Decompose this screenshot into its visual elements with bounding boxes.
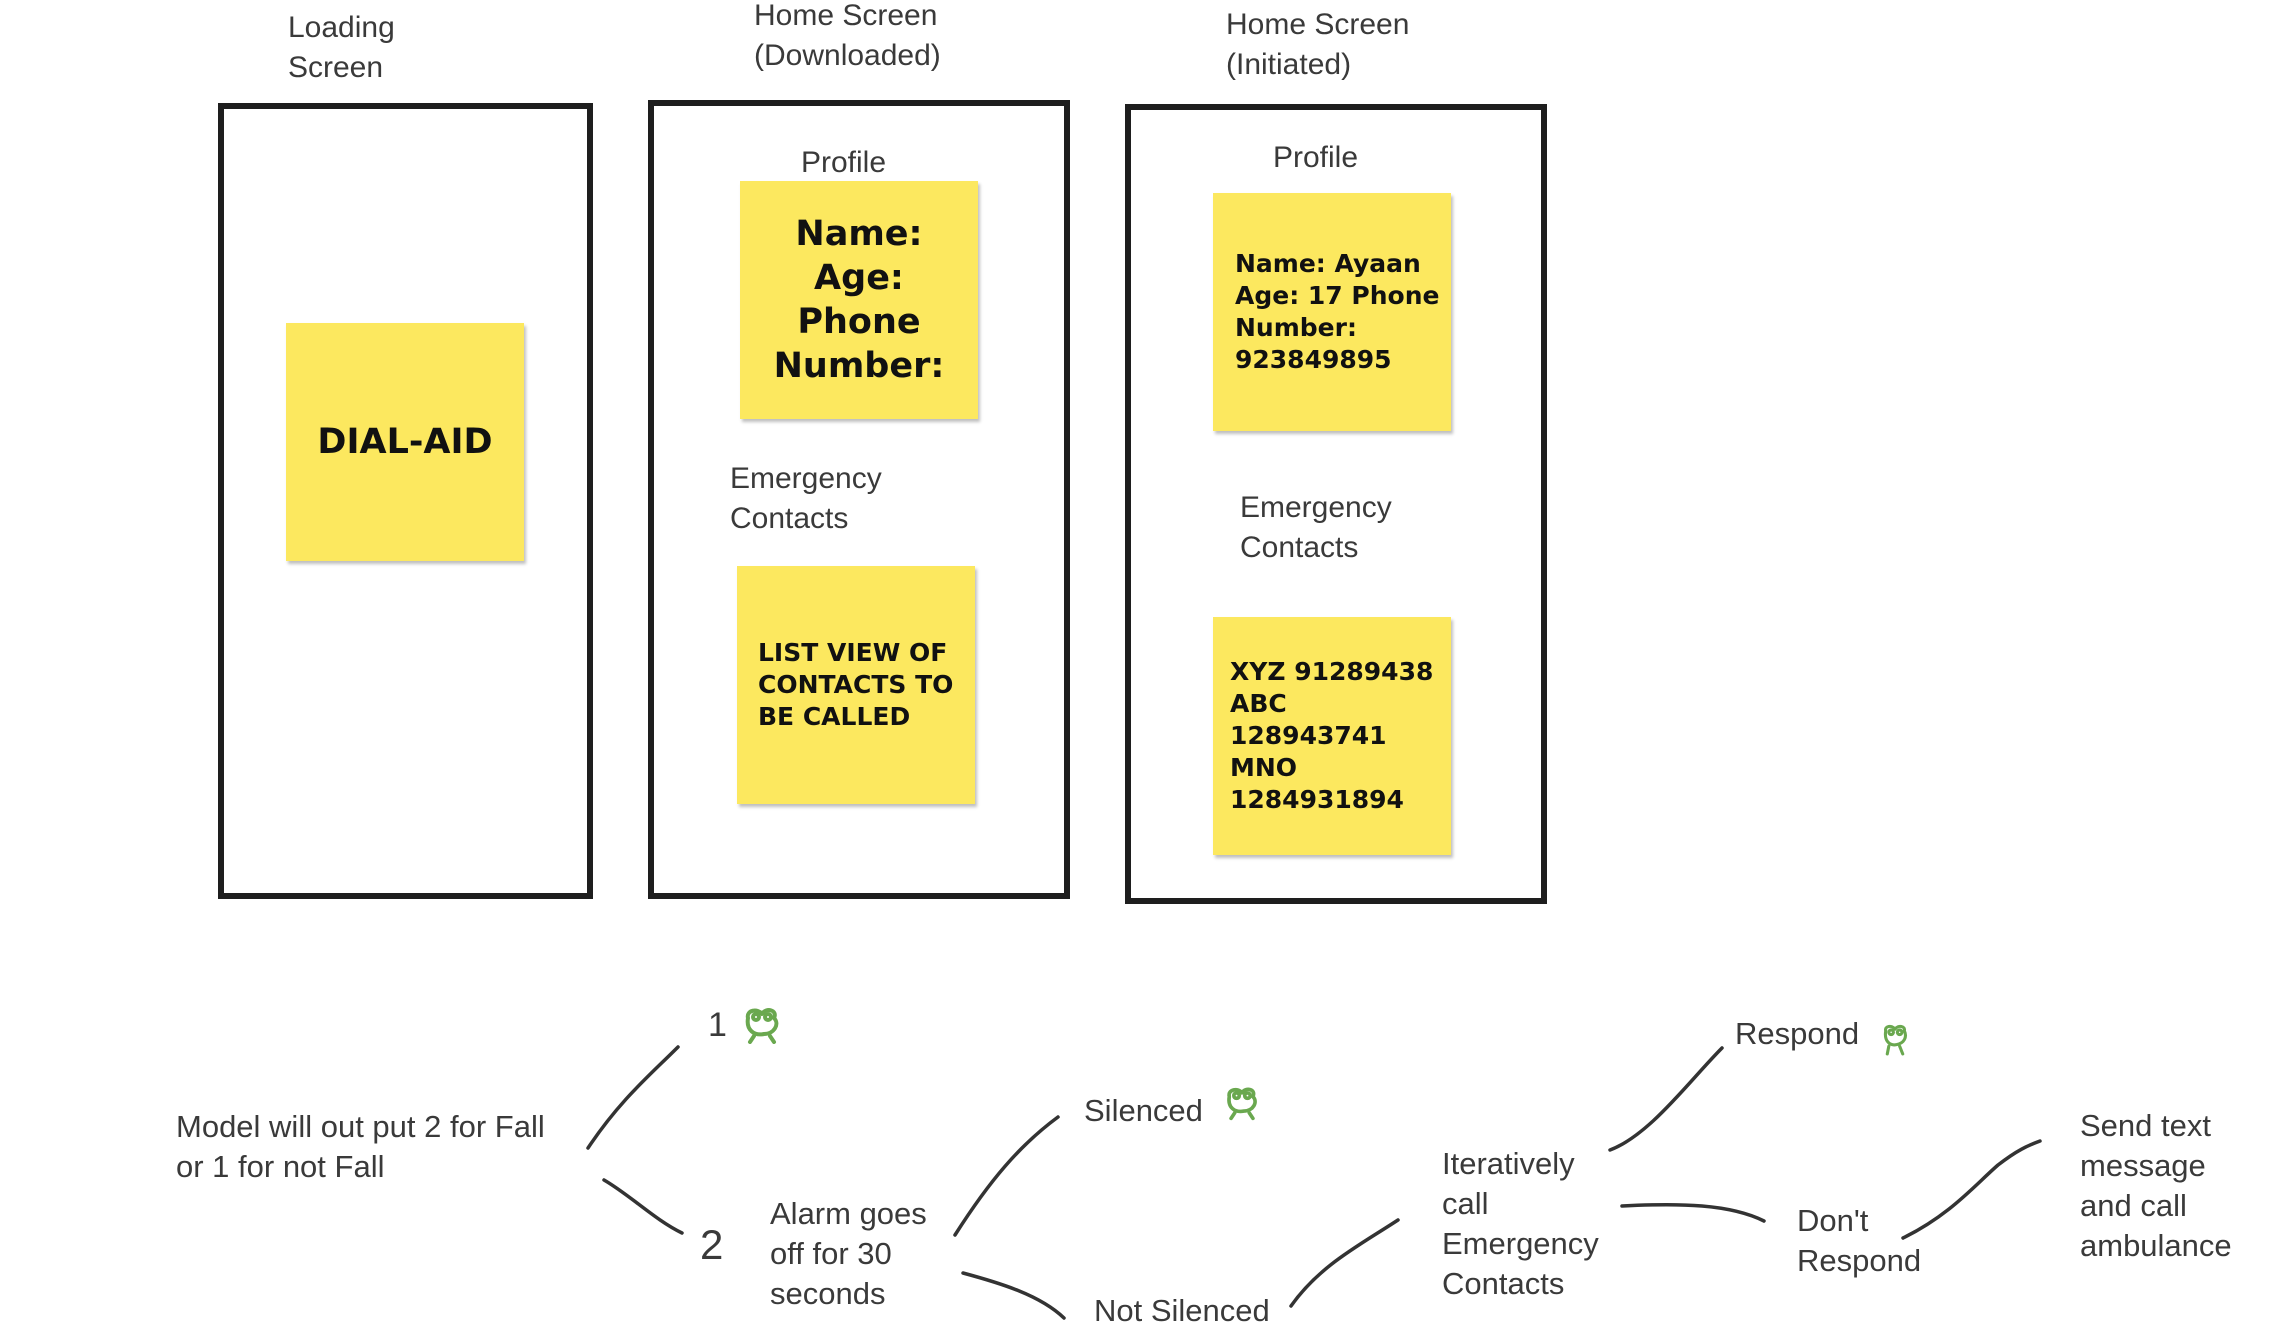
line-model-to-2 [602,1178,684,1235]
profile-fields-text: Name: Age: Phone Number: [773,214,945,386]
profile-values-text: Name: Ayaan Age: 17 Phone Number: 923849… [1235,249,1440,374]
flow-silenced: Silenced [1084,1093,1203,1128]
frog-icon [1883,1024,1907,1056]
flow-iterate-call: Iteratively call Emergency Contacts [1442,1146,1599,1301]
profile-label-initiated: Profile [1273,141,1359,174]
flow-dont-respond: Don't Respond [1797,1203,1922,1278]
flow-send-message: Send text message and call ambulance [2080,1108,2232,1263]
sticky-note-contacts-list: XYZ 91289438 ABC 128943741 MNO 128493189… [1213,617,1451,855]
contacts-label-initiated: Emergency Contacts [1240,491,1392,564]
phone-frame-loading [218,103,593,899]
sticky-note-contacts-placeholder: LIST VIEW OF CONTACTS TO BE CALLED [737,566,975,804]
profile-label-downloaded: Profile [801,146,887,179]
sticky-note-app-name: DIAL-AID [286,323,524,561]
app-name-text: DIAL-AID [317,422,493,462]
contacts-list-text: XYZ 91289438 ABC 128943741 MNO 128493189… [1230,657,1434,814]
sticky-note-profile-empty: Name: Age: Phone Number: [740,181,978,419]
contacts-placeholder-text: LIST VIEW OF CONTACTS TO BE CALLED [758,638,954,731]
screen-title-downloaded: Home Screen (Downloaded) [754,0,941,72]
flow-respond: Respond [1735,1016,1860,1051]
sticky-note-profile-filled: Name: Ayaan Age: 17 Phone Number: 923849… [1213,193,1451,431]
line-not-silenced-to-iterate [1289,1218,1400,1308]
flow-not-silenced: Not Silenced [1094,1293,1270,1328]
line-iterate-to-respond [1608,1046,1724,1152]
screen-title-loading: Loading Screen [288,11,395,84]
phone-frame-downloaded [648,100,1070,899]
line-iterate-to-dont-respond [1620,1202,1766,1223]
line-dont-respond-to-send [1901,1139,2042,1240]
flow-alarm: Alarm goes off for 30 seconds [770,1196,927,1311]
line-alarm-to-not-silenced [961,1271,1066,1320]
flow-output-2: 2 [700,1221,724,1268]
line-model-to-1 [586,1045,680,1150]
line-alarm-to-silenced [953,1115,1060,1237]
screen-title-initiated: Home Screen (Initiated) [1226,8,1410,81]
flow-output-1: 1 [708,1006,727,1044]
contacts-label-downloaded: Emergency Contacts [730,462,882,535]
phone-frame-initiated [1125,104,1547,904]
flow-model-output: Model will out put 2 for Fall or 1 for n… [176,1109,545,1184]
frog-icon [745,1008,779,1044]
frog-icon [1227,1087,1257,1121]
